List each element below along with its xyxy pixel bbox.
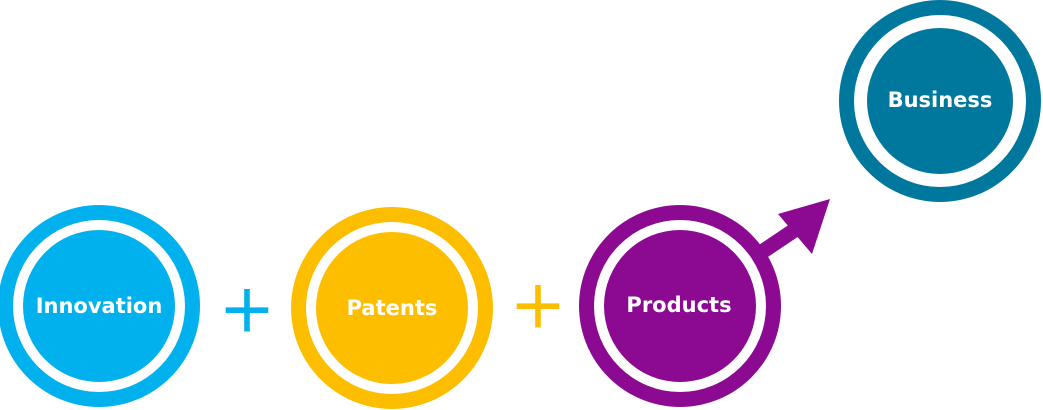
node-innovation: Innovation <box>0 205 200 407</box>
node-innovation-core <box>23 230 175 382</box>
node-products-label: Products <box>626 293 731 317</box>
node-patents-label: Patents <box>347 296 438 320</box>
node-business-core <box>867 28 1013 174</box>
growth-arrow-head <box>778 199 830 254</box>
plus-operator-2: + <box>510 266 567 345</box>
node-products: Products <box>579 205 781 407</box>
node-innovation-label: Innovation <box>36 294 163 318</box>
node-products-core <box>604 230 756 382</box>
node-patents-core <box>316 232 468 384</box>
node-business: Business <box>839 0 1041 202</box>
node-business-label: Business <box>888 88 993 112</box>
node-patents: Patents <box>291 207 493 409</box>
plus-operator-1: + <box>219 270 276 349</box>
